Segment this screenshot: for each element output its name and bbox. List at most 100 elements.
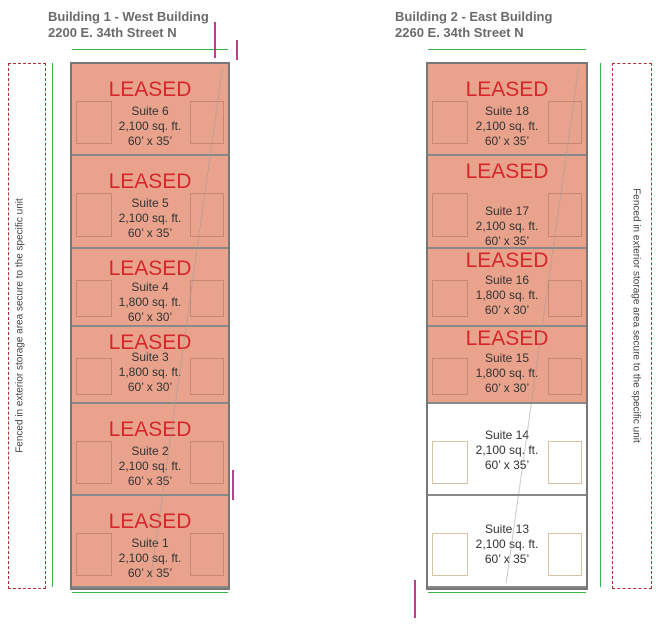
suite-name: Suite 4 — [131, 280, 169, 294]
building-1-fence-label: Fenced in exterior storage area secure t… — [14, 198, 26, 453]
suite-area: 2,100 sq. ft. — [118, 459, 182, 473]
suite-dims: 60’ x 35’ — [484, 234, 530, 248]
building-1-address: 2200 E. 34th Street N — [48, 25, 177, 40]
office-outline — [432, 441, 468, 484]
office-outline — [76, 280, 112, 317]
building-1-title: Building 1 - West Building 2200 E. 34th … — [48, 9, 209, 41]
office-outline — [548, 280, 582, 317]
office-outline — [432, 280, 468, 317]
office-outline — [190, 358, 224, 395]
suite-name: Suite 16 — [484, 273, 530, 287]
suite-name: Suite 2 — [131, 444, 169, 458]
suite-dims: 60’ x 35’ — [127, 226, 173, 240]
suite-dims: 60’ x 30’ — [127, 380, 173, 394]
building-2-title: Building 2 - East Building 2260 E. 34th … — [395, 9, 552, 41]
leased-label: LEASED — [465, 249, 549, 272]
suite-area: 2,100 sq. ft. — [118, 119, 182, 133]
building-1-fence-area — [8, 63, 46, 589]
office-outline — [548, 101, 582, 144]
dimension-line — [600, 63, 601, 587]
office-outline — [548, 193, 582, 237]
annotation-mark — [232, 470, 234, 500]
leased-label: LEASED — [108, 78, 192, 101]
suite-name: Suite 3 — [131, 350, 169, 364]
suite-dims: 60’ x 35’ — [484, 458, 530, 472]
suite-dims: 60’ x 35’ — [484, 552, 530, 566]
suite-area: 1,800 sq. ft. — [475, 366, 539, 380]
dimension-line — [52, 63, 53, 587]
building-2-fence-area — [612, 63, 652, 589]
annotation-mark — [214, 22, 216, 58]
leased-label: LEASED — [108, 170, 192, 193]
suite-dims: 60’ x 30’ — [127, 310, 173, 324]
suite-area: 2,100 sq. ft. — [475, 119, 539, 133]
suite-dims: 60’ x 35’ — [127, 474, 173, 488]
leased-label: LEASED — [108, 331, 192, 354]
building-1-name: Building 1 - West Building — [48, 9, 209, 24]
building-2-name: Building 2 - East Building — [395, 9, 553, 24]
leased-label: LEASED — [108, 510, 192, 533]
suite-name: Suite 6 — [131, 104, 169, 118]
leased-label: LEASED — [465, 160, 549, 183]
suite-area: 1,800 sq. ft. — [118, 295, 182, 309]
office-outline — [76, 193, 112, 237]
leased-label: LEASED — [108, 418, 192, 441]
suite-area: 2,100 sq. ft. — [475, 443, 539, 457]
office-outline — [190, 101, 224, 144]
suite-area: 2,100 sq. ft. — [475, 537, 539, 551]
suite-name: Suite 5 — [131, 196, 169, 210]
suite-dims: 60’ x 30’ — [484, 303, 530, 317]
building-2-address: 2260 E. 34th Street N — [395, 25, 524, 40]
office-outline — [548, 358, 582, 395]
leased-label: LEASED — [108, 257, 192, 280]
suite-name: Suite 1 — [131, 536, 169, 550]
office-outline — [190, 193, 224, 237]
suite-name: Suite 18 — [484, 104, 530, 118]
dimension-line — [428, 49, 586, 50]
annotation-mark — [236, 40, 238, 60]
suite-dims: 60’ x 35’ — [484, 134, 530, 148]
suite-area: 1,800 sq. ft. — [475, 288, 539, 302]
dimension-line — [428, 592, 586, 593]
suite-dims: 60’ x 35’ — [127, 134, 173, 148]
suite-name: Suite 15 — [484, 351, 530, 365]
suite-dims: 60’ x 30’ — [484, 381, 530, 395]
leased-label: LEASED — [465, 78, 549, 101]
suite-area: 2,100 sq. ft. — [475, 219, 539, 233]
suite-name: Suite 17 — [484, 204, 530, 218]
office-outline — [432, 101, 468, 144]
office-outline — [76, 358, 112, 395]
office-outline — [76, 441, 112, 484]
dimension-line — [72, 49, 228, 50]
leased-label: LEASED — [465, 327, 549, 350]
office-outline — [76, 101, 112, 144]
office-outline — [76, 533, 112, 576]
annotation-mark — [414, 580, 416, 618]
office-outline — [432, 358, 468, 395]
suite-area: 1,800 sq. ft. — [118, 365, 182, 379]
suite-name: Suite 13 — [484, 522, 530, 536]
suite-name: Suite 14 — [484, 428, 530, 442]
office-outline — [432, 533, 468, 576]
dimension-line — [72, 592, 228, 593]
